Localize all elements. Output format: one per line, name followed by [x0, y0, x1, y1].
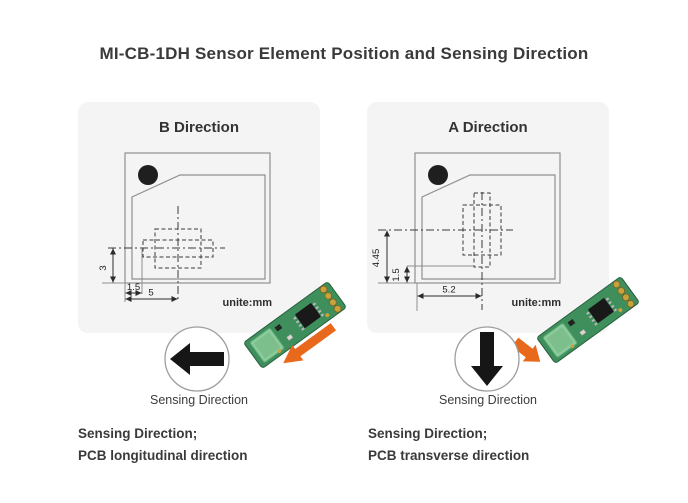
pcb-inner-chamfered-outline — [131, 174, 266, 280]
sensor-element-outline — [154, 228, 202, 269]
dimension-value-vertical: 3 — [98, 265, 109, 270]
orange-arrow-shape — [511, 337, 541, 362]
pcb-inner-chamfered-outline — [421, 174, 556, 280]
smd-component — [286, 333, 294, 341]
ic-pin — [293, 316, 297, 320]
gold-pad — [333, 305, 342, 313]
unit-label: unite:mm — [511, 297, 562, 309]
sensing-direction-badge-a — [454, 326, 520, 392]
ic-pin — [315, 306, 319, 310]
smd-component — [274, 323, 283, 332]
panel-a-heading: A Direction — [448, 119, 528, 136]
pcb-module-photo-b — [244, 282, 346, 368]
gold-pad — [612, 280, 621, 289]
solder-dot — [325, 313, 330, 318]
pcb-outer-outline — [124, 152, 271, 284]
ic-pin — [613, 308, 618, 312]
ic-pin — [301, 327, 305, 331]
dimension-value-vertical: 4.45 — [371, 249, 382, 268]
panel-a-technical-drawing: 4.45 1.5 5.2 — [371, 152, 561, 311]
sensing-direction-label-b: Sensing Direction — [150, 393, 248, 407]
arrow-down-icon — [471, 332, 503, 386]
mounting-hole — [138, 165, 158, 185]
orange-transverse-arrow-icon — [511, 337, 541, 362]
sensing-direction-badge-b — [164, 326, 230, 392]
ic-pin — [610, 304, 615, 309]
ic-pin — [605, 297, 610, 301]
dimension-value-horizontal: 5 — [148, 288, 153, 299]
solder-dot — [277, 349, 282, 353]
ic-pin — [588, 315, 593, 319]
gold-pad — [324, 292, 333, 300]
ic-pin — [320, 313, 325, 317]
gold-pad — [626, 300, 635, 308]
figure-title: MI-CB-1DH Sensor Element Position and Se… — [99, 44, 589, 63]
caption-b: Sensing Direction; PCB longitudinal dire… — [78, 423, 248, 467]
ic-pin — [594, 322, 598, 326]
sensing-direction-label-a: Sensing Direction — [439, 393, 537, 407]
smd-component — [567, 318, 576, 327]
panel-b-direction: 3 1.5 5 B Direction unite:mm — [78, 102, 320, 333]
pcb-board — [244, 282, 346, 368]
mounting-hole — [428, 165, 448, 185]
panel-b-technical-drawing: 3 1.5 5 — [98, 152, 271, 302]
solder-dot — [570, 344, 575, 348]
dimension-value-horizontal: 5.2 — [442, 285, 455, 296]
ic-chip — [588, 298, 614, 323]
caption-a-line2: PCB transverse direction — [368, 448, 530, 463]
sensor-element-outline — [473, 192, 491, 268]
gold-pad — [329, 298, 337, 307]
ic-pin — [295, 320, 300, 324]
sensor-window-inner — [546, 327, 574, 354]
pcb-outer-outline — [414, 152, 561, 284]
ic-pin — [317, 309, 322, 314]
gold-pad — [617, 287, 626, 295]
unit-label: unite:mm — [222, 297, 273, 309]
sensor-element-outline — [462, 204, 502, 256]
gold-pad — [319, 285, 328, 294]
sensor-window-inner — [253, 332, 281, 359]
dimension-value-offset: 1.5 — [127, 282, 140, 293]
caption-a: Sensing Direction; PCB transverse direct… — [368, 423, 529, 467]
sensor-element-outline — [142, 239, 214, 258]
ic-pin — [608, 301, 612, 305]
pcb-module-photo-a — [511, 277, 639, 363]
smd-component — [579, 328, 587, 336]
dimension-value-offset: 1.5 — [391, 268, 402, 281]
caption-a-line1: Sensing Direction; — [368, 426, 488, 441]
arrow-left-icon — [170, 343, 224, 375]
orange-longitudinal-arrow-icon — [283, 323, 337, 364]
caption-b-line2: PCB longitudinal direction — [78, 448, 248, 463]
ic-chip — [295, 303, 321, 328]
pcb-board — [537, 277, 639, 363]
panel-a-direction: 4.45 1.5 5.2 A Direction unite:mm — [367, 102, 609, 333]
caption-b-line1: Sensing Direction; — [78, 426, 198, 441]
ic-pin — [312, 302, 317, 306]
ic-pin — [298, 323, 303, 328]
gold-pad — [622, 293, 630, 302]
solder-dot — [618, 308, 623, 313]
ic-pin — [591, 318, 596, 323]
ic-pin — [586, 311, 590, 315]
panel-b-heading: B Direction — [158, 119, 239, 136]
